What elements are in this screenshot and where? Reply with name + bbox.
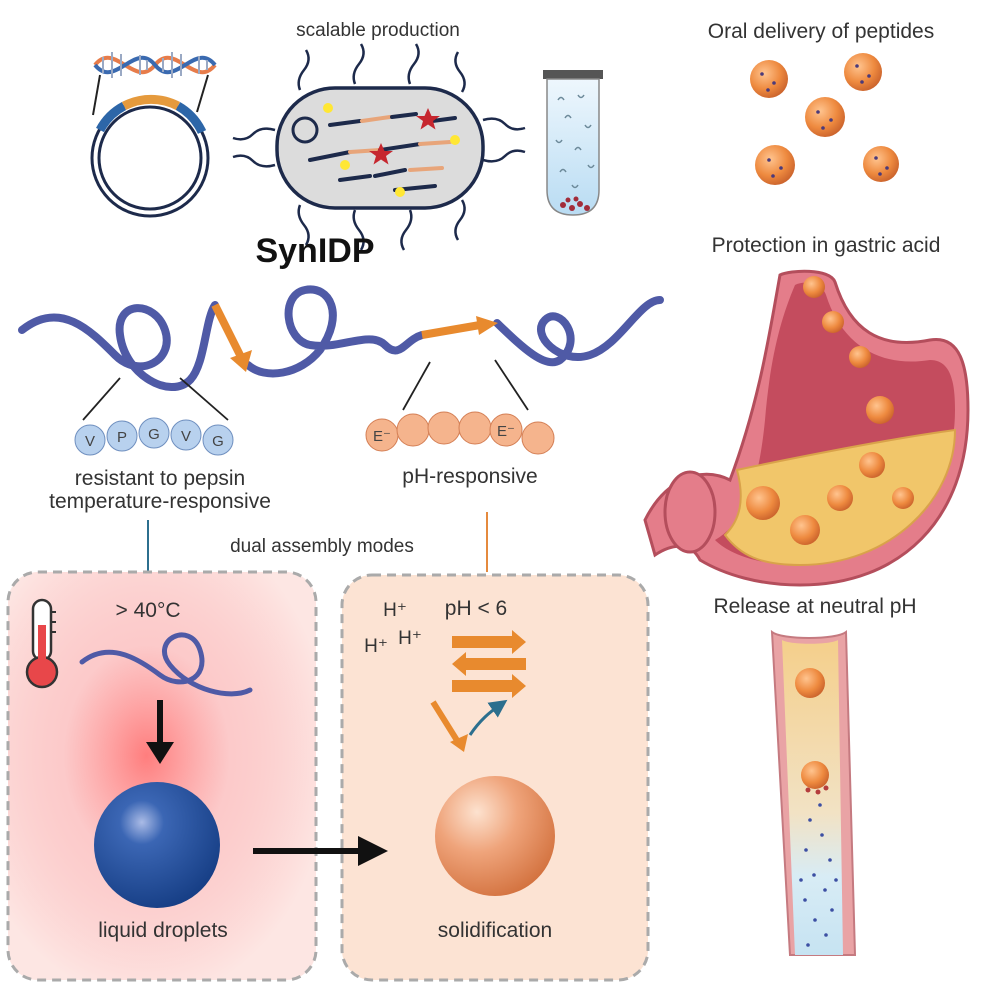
peptide-particles: [750, 53, 899, 185]
ph-responsive-label: pH-responsive: [402, 465, 537, 488]
residue-label: V: [181, 428, 191, 445]
liquid-droplets-label: liquid droplets: [98, 919, 228, 942]
temperature-responsive-label: temperature-responsive: [49, 490, 271, 513]
proton-3: H⁺: [364, 636, 388, 657]
ph-panel: H⁺ H⁺ H⁺ pH < 6 solidification: [340, 573, 650, 982]
glutamate-label-1: E⁻: [373, 428, 391, 445]
synidp-chain: [18, 285, 664, 391]
bacterium-icon: [232, 43, 526, 251]
residue-label: V: [85, 433, 95, 450]
residue-bead: [106, 420, 138, 452]
residue-bead: [74, 424, 106, 456]
residue-label: P: [117, 429, 127, 446]
plasmid-icon: [90, 52, 217, 218]
liquid-droplet: [94, 782, 220, 908]
proton-2: H⁺: [398, 628, 422, 649]
orange-segment-arrow: [211, 303, 498, 372]
dual-assembly-label: dual assembly modes: [230, 536, 414, 557]
residue-label: G: [148, 426, 160, 443]
intestine-icon: [770, 629, 857, 956]
synidp-title: SynIDP: [255, 232, 374, 270]
temp-condition: > 40°C: [115, 599, 180, 622]
thermometer-icon: [25, 598, 59, 689]
resistant-label: resistant to pepsin: [75, 467, 245, 490]
temperature-panel: > 40°C liquid droplets: [6, 570, 318, 982]
protection-label: Protection in gastric acid: [712, 234, 941, 257]
beta-sheet: [452, 630, 526, 698]
solid-particle: [435, 776, 555, 896]
residue-label: G: [212, 433, 224, 450]
residue-bead: [138, 417, 170, 449]
glutamate-residues: E⁻ E⁻: [365, 411, 555, 455]
glutamate-label-2: E⁻: [497, 423, 515, 440]
proton-1: H⁺: [383, 600, 407, 621]
oral-delivery-label: Oral delivery of peptides: [708, 20, 934, 43]
residue-bead: [202, 424, 234, 456]
residue-bead: [170, 419, 202, 451]
release-label: Release at neutral pH: [713, 595, 916, 618]
stomach-icon: [643, 269, 970, 587]
scalable-production-label: scalable production: [296, 20, 460, 41]
ph-condition: pH < 6: [445, 597, 507, 620]
solidification-label: solidification: [438, 919, 552, 942]
test-tube-icon: [543, 70, 603, 216]
